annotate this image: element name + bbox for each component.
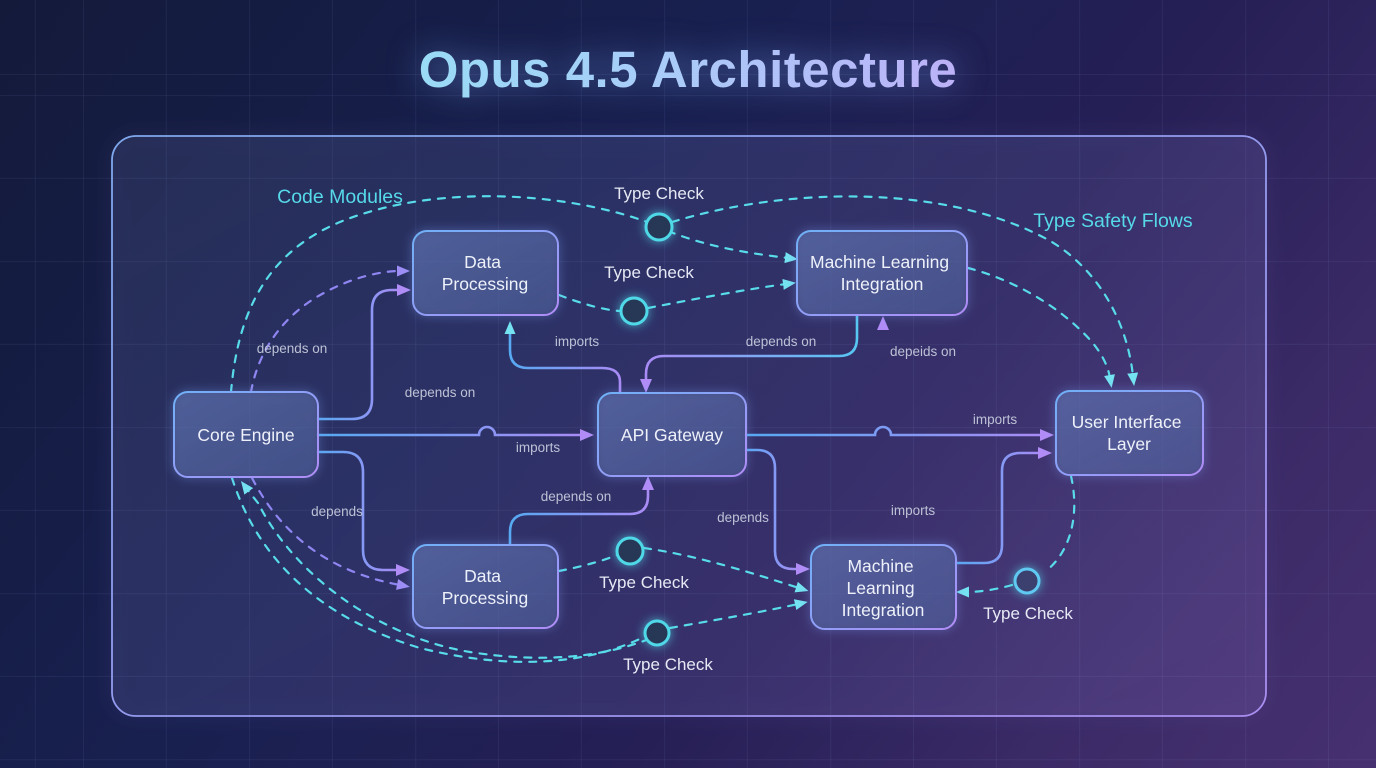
- flow-uil-to-typecheck5: [1044, 474, 1076, 573]
- type-safety-caption: Type Safety Flows: [1033, 210, 1193, 232]
- flow-typecheck3-to-ml-bottom: [642, 546, 809, 593]
- node-ml-integration-bottom-label: Machine Learning Integration: [842, 556, 925, 620]
- node-core-engine-box: [173, 391, 319, 478]
- edge-label: depends on: [405, 385, 476, 400]
- flow-core-to-dp-top: [249, 265, 410, 394]
- type-check-markers: [615, 212, 1041, 647]
- edge-api-to-dp-top: [504, 321, 622, 395]
- flow-typecheck5-to-ml-bottom: [956, 583, 1014, 598]
- edge-api-to-uil: [744, 425, 1054, 441]
- edge-ml-bottom-to-uil: [954, 447, 1052, 565]
- type-check-label-3: Type Check: [599, 573, 689, 592]
- node-data-processing-top-label: Data Processing: [442, 252, 529, 294]
- flow-dp-bottom-to-typecheck3: [557, 553, 619, 573]
- flow-core-arc-bottom: [230, 476, 646, 663]
- flow-core-to-dp-bottom: [250, 476, 410, 590]
- type-check-circle-5: [1013, 567, 1041, 595]
- flow-captions: Code Modules Type Safety Flows: [277, 186, 1193, 232]
- type-check-label-5: Type Check: [983, 604, 1073, 623]
- type-check-label-2: Type Check: [604, 263, 694, 282]
- edge-label: depends on: [541, 489, 612, 504]
- node-data-processing-bottom-box: [412, 544, 559, 629]
- type-check-circle-2: [619, 296, 649, 326]
- code-modules-caption: Code Modules: [277, 186, 403, 208]
- edge-label: depends: [717, 510, 769, 525]
- edge-label: depends: [311, 504, 363, 519]
- type-check-label-1: Type Check: [614, 184, 704, 203]
- node-data-processing-bottom: Data Processing: [412, 544, 559, 629]
- edge-label: depends on: [257, 341, 328, 356]
- edge-label: imports: [973, 412, 1018, 427]
- edge-label: depeids on: [890, 344, 956, 359]
- flow-into-core: [240, 481, 260, 505]
- flow-typecheck4-to-ml-bottom: [668, 599, 808, 630]
- node-ml-integration-top: Machine Learning Integration: [796, 230, 968, 316]
- nodes: Core Engine Data Processing Machine Lear…: [173, 230, 1204, 630]
- node-core-engine: Core Engine: [173, 391, 319, 478]
- page-title: Opus 4.5 Architecture: [0, 40, 1376, 99]
- node-ml-integration-bottom: Machine Learning Integration: [810, 544, 957, 630]
- edge-dp-bottom-to-api: [508, 476, 654, 546]
- flow-arc-to-uil-1: [670, 195, 1139, 386]
- edge-api-to-ml-bottom: [744, 448, 810, 575]
- flow-ml-top-to-uil: [966, 266, 1115, 388]
- edge-label: imports: [516, 440, 561, 455]
- node-data-processing-top-box: [412, 230, 559, 316]
- flow-typecheck1-to-ml-top: [666, 229, 798, 264]
- node-data-processing-top: Data Processing: [412, 230, 559, 316]
- type-check-circle-1: [644, 212, 674, 242]
- edge-core-to-dp-top: [316, 284, 411, 421]
- node-api-gateway-label: API Gateway: [621, 425, 723, 445]
- node-ml-integration-top-box: [796, 230, 968, 316]
- node-ml-integration-bottom-box: [810, 544, 957, 630]
- node-user-interface-layer-box: [1055, 390, 1204, 476]
- node-user-interface-layer: User Interface Layer: [1055, 390, 1204, 476]
- node-user-interface-layer-label: User Interface Layer: [1072, 412, 1187, 454]
- flow-dp-top-to-typecheck2: [557, 293, 622, 313]
- edge-ml-top-to-api: [640, 314, 859, 393]
- node-core-engine-label: Core Engine: [197, 425, 294, 445]
- edge-label: imports: [891, 503, 936, 518]
- edge-label: imports: [555, 334, 600, 349]
- edge-label: depends on: [746, 334, 817, 349]
- dashed-flows: [229, 195, 1139, 663]
- type-check-label-4: Type Check: [623, 655, 713, 674]
- type-check-circle-3: [615, 536, 645, 566]
- node-data-processing-bottom-label: Data Processing: [442, 566, 529, 608]
- flow-core-arc-top: [229, 195, 652, 394]
- node-api-gateway-box: [597, 392, 747, 477]
- node-ml-integration-top-label: Machine Learning Integration: [810, 252, 954, 294]
- solid-edges: [316, 284, 1054, 576]
- edge-labels: depends on depends on imports imports de…: [257, 334, 1018, 525]
- type-check-circle-4: [643, 619, 671, 647]
- type-check-captions: Type Check Type Check Type Check Type Ch…: [599, 184, 1073, 674]
- edge-core-to-dp-bottom: [316, 450, 410, 576]
- node-api-gateway: API Gateway: [597, 392, 747, 477]
- flow-typecheck2-to-ml-top: [646, 278, 796, 310]
